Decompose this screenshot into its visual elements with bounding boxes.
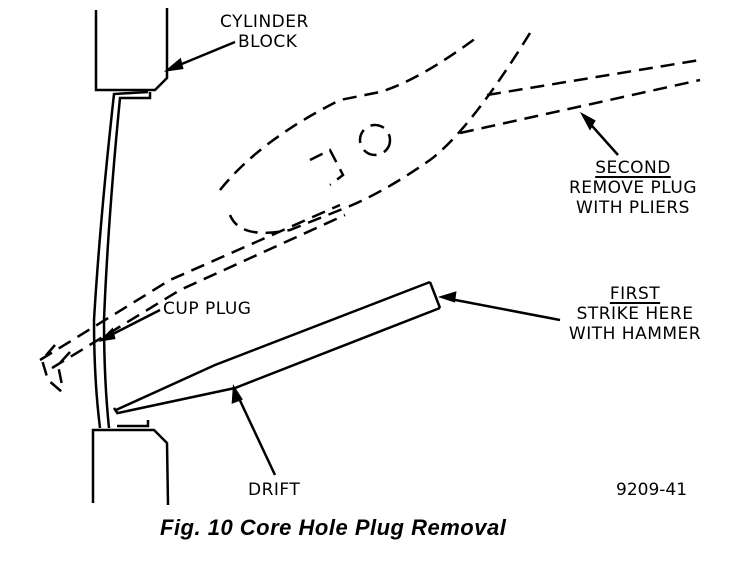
cylinder-block-upper: [94, 8, 169, 92]
label-block-line: BLOCK: [238, 32, 298, 52]
label-cylinder-line: CYLINDER: [220, 12, 309, 32]
label-drift: DRIFT: [248, 480, 301, 500]
label-cylinder-block: CYLINDER BLOCK: [220, 12, 330, 52]
label-second-heading: SECOND: [595, 158, 671, 178]
label-first-heading: FIRST: [609, 284, 661, 304]
figure-number: 9209-41: [616, 480, 688, 500]
pliers-dashed: [39, 32, 701, 393]
label-first: FIRST STRIKE HERE WITH HAMMER: [540, 284, 730, 344]
label-cup-plug: CUP PLUG: [163, 299, 252, 319]
cup-plug: [92, 90, 152, 429]
leader-lines: [98, 40, 619, 476]
figure-caption: Fig. 10 Core Hole Plug Removal: [160, 515, 507, 540]
label-second-line-2: WITH PLIERS: [576, 198, 690, 218]
label-second-line-1: REMOVE PLUG: [568, 178, 698, 198]
label-first-line-1: STRIKE HERE: [576, 304, 694, 324]
label-first-line-2: WITH HAMMER: [568, 324, 702, 344]
cylinder-block-lower: [91, 428, 170, 506]
label-second: SECOND REMOVE PLUG WITH PLIERS: [548, 158, 718, 218]
